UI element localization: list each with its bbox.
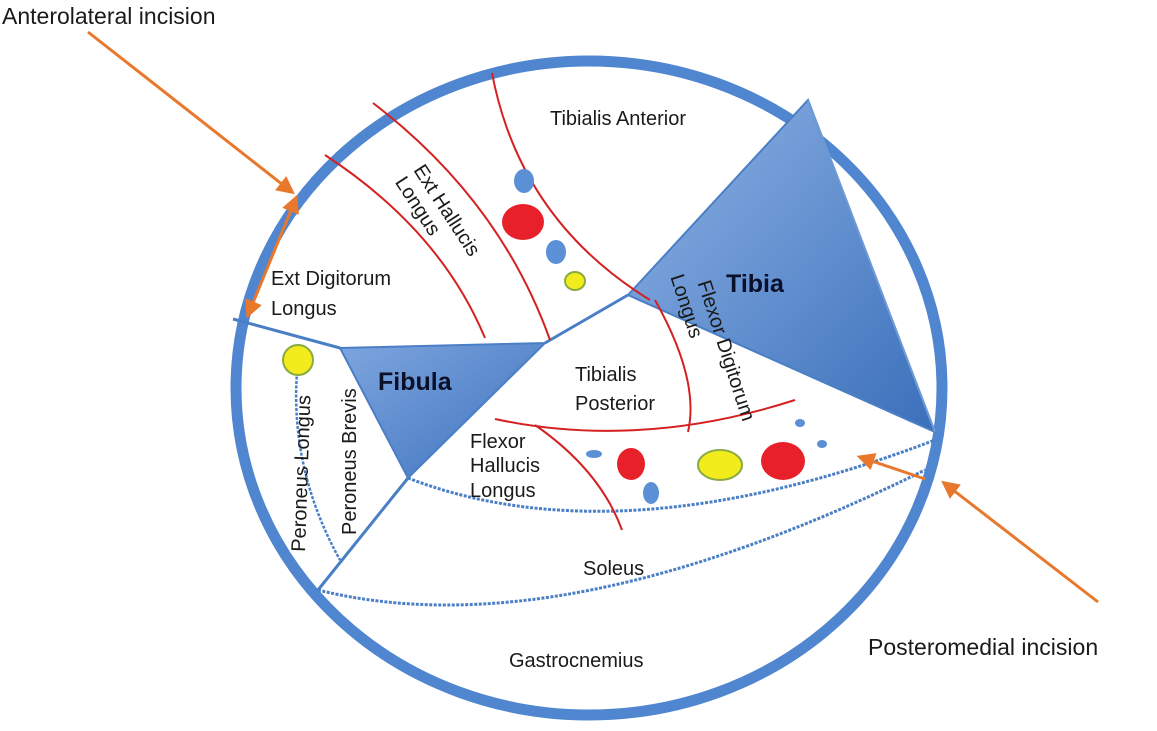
anterolateral-incision-label: Anterolateral incision [2, 3, 216, 29]
deep-peroneal-nerve [564, 271, 586, 291]
superficial-peroneal-nerve [282, 344, 314, 376]
ehl-ta-border-right [491, 72, 651, 301]
edl-ehl-border [324, 154, 486, 339]
fhl-border [534, 424, 623, 531]
tibial-nerve [697, 449, 743, 481]
interosseous-membrane [544, 293, 629, 345]
soleus-label: Soleus [583, 558, 644, 580]
posteromedial-incision-label: Posteromedial incision [868, 634, 1098, 660]
deep-transverse-fascia [407, 438, 936, 513]
ext-digitorum-label-line2: Longus [271, 298, 337, 320]
posterior-tibial-vein-1 [795, 419, 805, 427]
tibia-bone [626, 98, 937, 434]
posteromedial-incision-arrow [941, 480, 1099, 604]
posteromedial-inner-arrow [856, 453, 926, 481]
posterior-intermuscular-septum [316, 477, 410, 591]
gastrocnemius-label: Gastrocnemius [509, 650, 644, 672]
peroneal-vein-1 [586, 450, 602, 458]
superficial-fascia [317, 468, 926, 607]
anterior-tibial-vein-2 [546, 240, 566, 264]
fibula-bone [338, 341, 548, 480]
tibialis-anterior-label: Tibialis Anterior [550, 108, 686, 130]
posterior-tibial-vein-2 [817, 440, 827, 448]
peroneal-artery [617, 448, 645, 480]
peroneus-brevis-label: Peroneus Brevis [339, 388, 361, 535]
posterior-tibial-artery [761, 442, 805, 480]
peroneal-fascia [294, 371, 342, 561]
flexor-hallucis-label-line3: Longus [470, 480, 536, 502]
ehl-ta-border-left [372, 102, 551, 341]
tibialis-posterior-label-line2: Posterior [575, 393, 655, 415]
flexor-hallucis-label-line1: Flexor [470, 431, 526, 453]
anterolateral-incision-arrow [87, 30, 295, 195]
outer-ring [230, 55, 948, 721]
tibialis-posterior-label-line1: Tibialis [575, 364, 637, 386]
fibula-label: Fibula [378, 368, 453, 396]
flexor-hallucis-label-line2: Hallucis [470, 455, 540, 477]
tibia-medial-edge [807, 99, 936, 433]
tibia-label: Tibia [726, 270, 785, 298]
ext-digitorum-label-line1: Ext Digitorum [271, 268, 391, 290]
anterior-tibial-artery [502, 204, 544, 240]
peroneal-vein-2 [643, 482, 659, 504]
anterolateral-span-arrow [245, 194, 299, 319]
tp-fdl-border [654, 299, 692, 433]
peroneus-longus-label: Peroneus Longus [288, 395, 315, 552]
anterior-tibial-vein-1 [514, 169, 534, 193]
anterior-intermuscular-septum [232, 317, 341, 350]
tp-top-border [494, 399, 796, 432]
